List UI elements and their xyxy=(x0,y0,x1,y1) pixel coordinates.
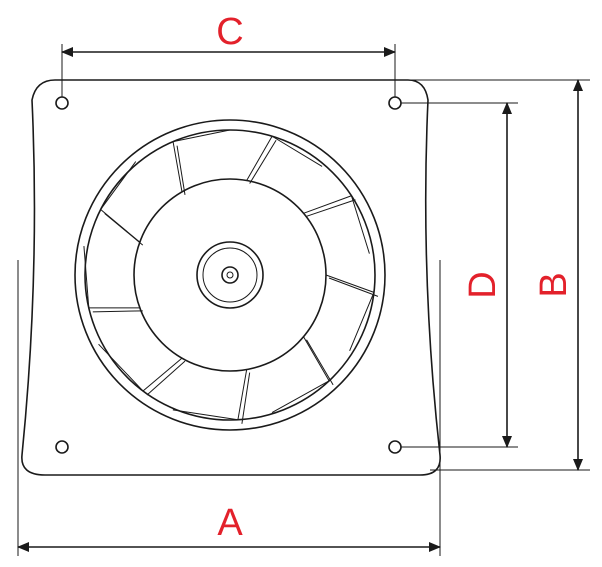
fan-blade xyxy=(83,246,143,313)
dimension-a: A xyxy=(17,260,441,556)
fan-impeller xyxy=(74,119,386,431)
fan-blade xyxy=(271,336,334,413)
dimension-d: D xyxy=(401,102,518,448)
mounting-holes xyxy=(55,96,402,454)
fan-blade xyxy=(246,135,323,184)
dimension-label-d: D xyxy=(462,271,504,298)
dimension-label-b: B xyxy=(533,272,575,297)
dimension-c: C xyxy=(61,11,396,97)
fan-blade xyxy=(172,129,230,195)
dimension-label-c: C xyxy=(216,11,243,53)
fan-blade xyxy=(98,343,186,396)
dimension-label-a: A xyxy=(217,502,243,544)
fan-blade xyxy=(303,195,370,254)
dimension-b: B xyxy=(410,79,590,471)
fan-blade xyxy=(325,274,379,351)
fan-plate xyxy=(21,79,441,476)
fan-blade xyxy=(100,161,144,246)
fan-blade xyxy=(172,369,251,424)
